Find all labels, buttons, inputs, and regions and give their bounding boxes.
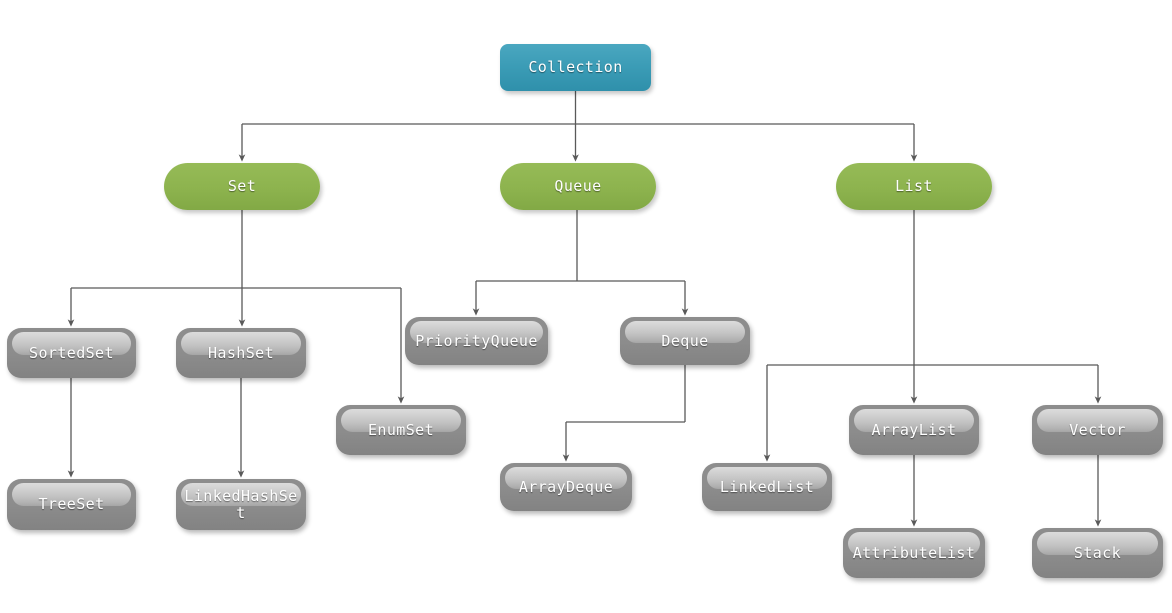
node-label: Vector xyxy=(1069,420,1126,439)
node-arraydeque[interactable]: ArrayDeque xyxy=(500,463,632,511)
node-label: LinkedHashSet xyxy=(184,486,298,522)
node-stack[interactable]: Stack xyxy=(1032,528,1163,578)
node-list[interactable]: List xyxy=(836,163,992,210)
node-priorityqueue[interactable]: PriorityQueue xyxy=(405,317,548,365)
node-arraylist[interactable]: ArrayList xyxy=(849,405,979,455)
node-label: AttributeList xyxy=(852,543,976,562)
node-label: Queue xyxy=(554,177,602,195)
node-queue[interactable]: Queue xyxy=(500,163,656,210)
node-vector[interactable]: Vector xyxy=(1032,405,1163,455)
node-label: ArrayList xyxy=(871,420,957,439)
node-label: SortedSet xyxy=(29,343,114,362)
node-linkedlist[interactable]: LinkedList xyxy=(702,463,832,511)
node-hashset[interactable]: HashSet xyxy=(176,328,306,378)
node-linkedhashset[interactable]: LinkedHashSet xyxy=(176,479,306,530)
node-label: List xyxy=(895,177,933,195)
node-attributelist[interactable]: AttributeList xyxy=(843,528,985,578)
node-set[interactable]: Set xyxy=(164,163,320,210)
node-label: Set xyxy=(227,177,257,195)
node-sortedset[interactable]: SortedSet xyxy=(7,328,136,378)
node-label: Stack xyxy=(1073,543,1122,562)
node-label: Collection xyxy=(528,58,623,76)
node-collection[interactable]: Collection xyxy=(500,44,651,91)
node-label: TreeSet xyxy=(38,495,105,513)
node-deque[interactable]: Deque xyxy=(620,317,750,365)
node-label: EnumSet xyxy=(367,420,434,439)
node-treeset[interactable]: TreeSet xyxy=(7,479,136,530)
node-label: LinkedList xyxy=(719,477,815,496)
node-label: PriorityQueue xyxy=(415,331,538,350)
node-label: Deque xyxy=(661,331,709,350)
node-label: ArrayDeque xyxy=(518,477,614,496)
node-enumset[interactable]: EnumSet xyxy=(336,405,466,455)
node-label: HashSet xyxy=(207,343,274,362)
